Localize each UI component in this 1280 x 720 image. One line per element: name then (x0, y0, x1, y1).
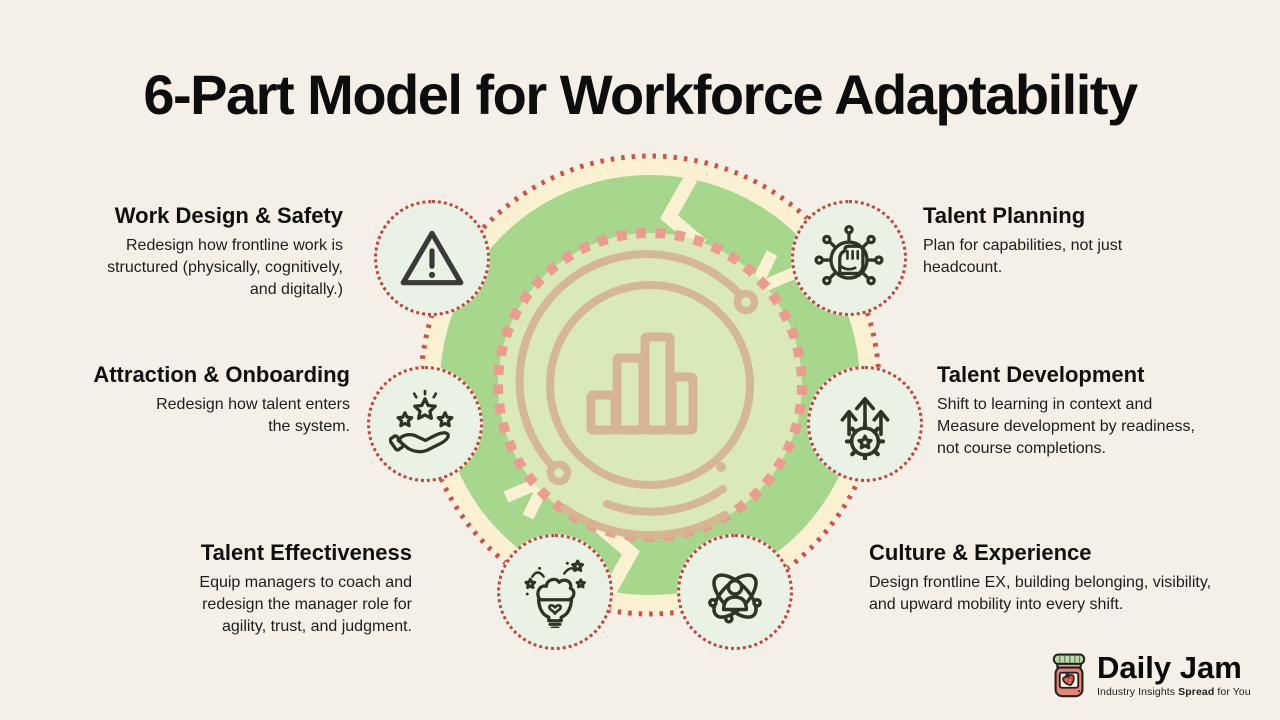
logo-tagline: Industry Insights Spread for You (1097, 686, 1251, 698)
badge-culture-experience (677, 534, 793, 650)
section-culture-experience: Culture & Experience Design frontline EX… (869, 540, 1219, 616)
atom-person-icon (708, 573, 762, 624)
tagline-bold: Spread (1178, 686, 1215, 698)
section-work-design-safety: Work Design & Safety Redesign how frontl… (3, 203, 343, 301)
section-heading: Talent Planning (923, 203, 1086, 228)
section-talent-planning: Talent Planning Plan for capabilities, n… (923, 203, 1183, 279)
section-heading: Work Design & Safety (114, 203, 343, 228)
badge-work-design-safety (374, 200, 490, 316)
jam-jar-icon (1052, 653, 1086, 698)
cycle-diagram (418, 153, 882, 617)
bar-chart-icon (586, 332, 698, 435)
section-attraction-onboarding: Attraction & Onboarding Redesign how tal… (10, 362, 350, 438)
growth-arrows-gear-icon (840, 397, 890, 460)
brain-lightbulb-icon (524, 559, 586, 628)
section-body: Plan for capabilities, not just headcoun… (923, 237, 1123, 277)
section-heading: Attraction & Onboarding (93, 362, 350, 387)
page-title: 6-Part Model for Workforce Adaptability (143, 63, 1138, 126)
hand-stars-icon (389, 389, 454, 454)
inner-circle (493, 228, 807, 542)
section-heading: Talent Development (937, 362, 1145, 387)
section-talent-development: Talent Development Shift to learning in … (937, 362, 1207, 460)
section-body: Equip managers to coach and redesign the… (199, 574, 412, 636)
section-body: Redesign how talent enters the system. (156, 396, 350, 436)
badge-talent-planning (791, 200, 907, 316)
warning-triangle-icon (400, 230, 464, 286)
circuit-decoration (515, 250, 759, 540)
section-heading: Talent Effectiveness (200, 540, 412, 565)
section-body: Redesign how frontline work is structure… (107, 237, 343, 299)
fist-network-icon (814, 224, 884, 286)
logo-name: Daily Jam (1097, 650, 1242, 685)
logo-text: Daily Jam Industry Insights Spread for Y… (1097, 650, 1251, 698)
daily-jam-logo: Daily Jam Industry Insights Spread for Y… (1048, 650, 1251, 702)
badge-talent-effectiveness (497, 534, 613, 650)
section-talent-effectiveness: Talent Effectiveness Equip managers to c… (72, 540, 412, 638)
tagline-prefix: Industry Insights (1097, 686, 1179, 698)
tagline-suffix: for You (1214, 686, 1251, 698)
section-body: Shift to learning in context and Measure… (937, 396, 1195, 458)
section-heading: Culture & Experience (869, 540, 1092, 565)
badge-talent-development (807, 366, 923, 482)
badge-attraction-onboarding (367, 366, 483, 482)
section-body: Design frontline EX, building belonging,… (869, 574, 1212, 614)
